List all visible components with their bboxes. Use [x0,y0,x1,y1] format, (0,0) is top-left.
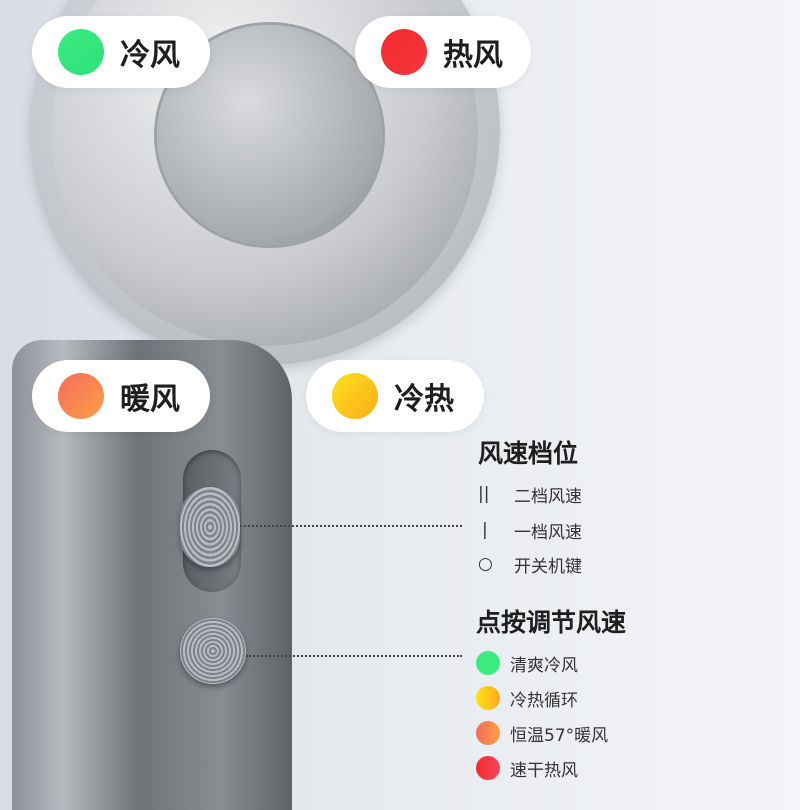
speed-legend-title: 风速档位 [478,439,579,468]
badge-label: 暖风 [120,382,180,417]
legend-label: 速干热风 [510,760,578,781]
badge-label: 热风 [443,38,503,73]
badge-cold-hot: 冷热 [306,360,484,432]
legend-label: 一档风速 [514,522,582,543]
legend-item: 清爽冷风 [476,651,626,676]
legend-item: | 一档风速 [478,518,582,543]
orange-dot-icon [58,373,104,419]
yellow-dot-icon [476,686,500,710]
orange-dot-icon [476,721,500,745]
legend-item: 冷热循环 [476,686,626,711]
badge-label: 冷风 [120,38,180,73]
legend-label: 恒温57°暖风 [510,725,609,746]
speed-legend: 风速档位 || 二档风速 | 一档风速 ○ 开关机键 [478,434,582,577]
callout-line-button [246,655,462,657]
yellow-dot-icon [332,373,378,419]
mode-button[interactable] [180,618,246,684]
double-bar-icon: || [478,484,490,504]
legend-label: 二档风速 [514,486,582,507]
callout-line-switch [240,525,462,527]
badge-warm: 暖风 [32,360,210,432]
press-legend: 点按调节风速 清爽冷风 冷热循环 恒温57°暖风 速干热风 [476,603,627,781]
legend-label: 开关机键 [514,556,582,577]
green-dot-icon [58,29,104,75]
red-dot-icon [476,756,500,780]
legend-item: ○ 开关机键 [478,552,582,577]
green-dot-icon [476,651,500,675]
power-circle-icon: ○ [478,554,493,574]
single-bar-icon: | [482,520,488,540]
badge-cold: 冷风 [32,16,210,88]
speed-switch[interactable] [180,487,240,567]
legend-label: 冷热循环 [510,690,578,711]
press-legend-title: 点按调节风速 [476,608,627,637]
red-dot-icon [381,29,427,75]
legend-item: || 二档风速 [478,482,582,507]
badge-hot: 热风 [355,16,531,88]
legend-item: 速干热风 [476,756,626,781]
legend-item: 恒温57°暖风 [476,721,626,746]
badge-label: 冷热 [394,382,454,417]
legend-label: 清爽冷风 [510,655,578,676]
